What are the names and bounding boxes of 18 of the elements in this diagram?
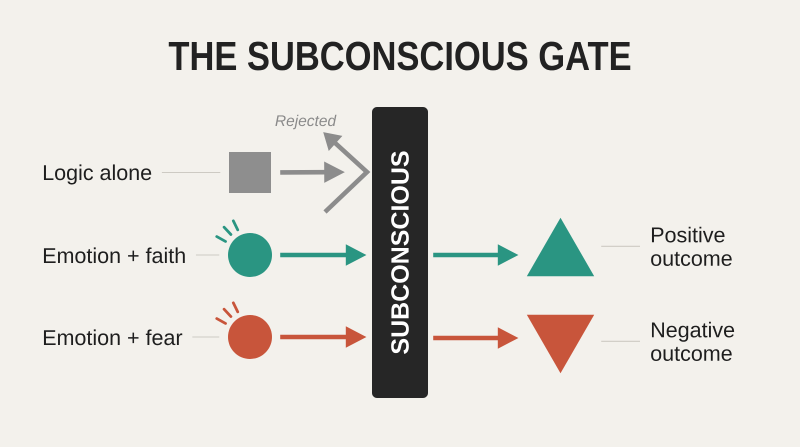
square xyxy=(229,152,271,193)
row-label: Logic alone xyxy=(44,164,152,184)
status-label: Rejected xyxy=(275,114,336,130)
leader-line xyxy=(601,246,640,247)
gate-bar: SUBCONSCIOUS xyxy=(372,107,428,398)
row-label: Emotion + faith xyxy=(44,247,185,264)
title: THE SUBCONSCIOUS GATE xyxy=(168,42,630,70)
leader-line xyxy=(196,254,220,256)
outcome-label: Negative outcome xyxy=(651,322,734,361)
leader-line xyxy=(162,172,220,174)
leader-line xyxy=(601,340,640,342)
triangle xyxy=(526,218,594,276)
circle xyxy=(228,233,272,277)
row-label: Emotion + fear xyxy=(44,329,182,346)
leader-line xyxy=(192,336,220,338)
circle xyxy=(228,315,272,359)
outcome-label: Positive outcome xyxy=(651,226,732,266)
triangle xyxy=(526,314,594,374)
